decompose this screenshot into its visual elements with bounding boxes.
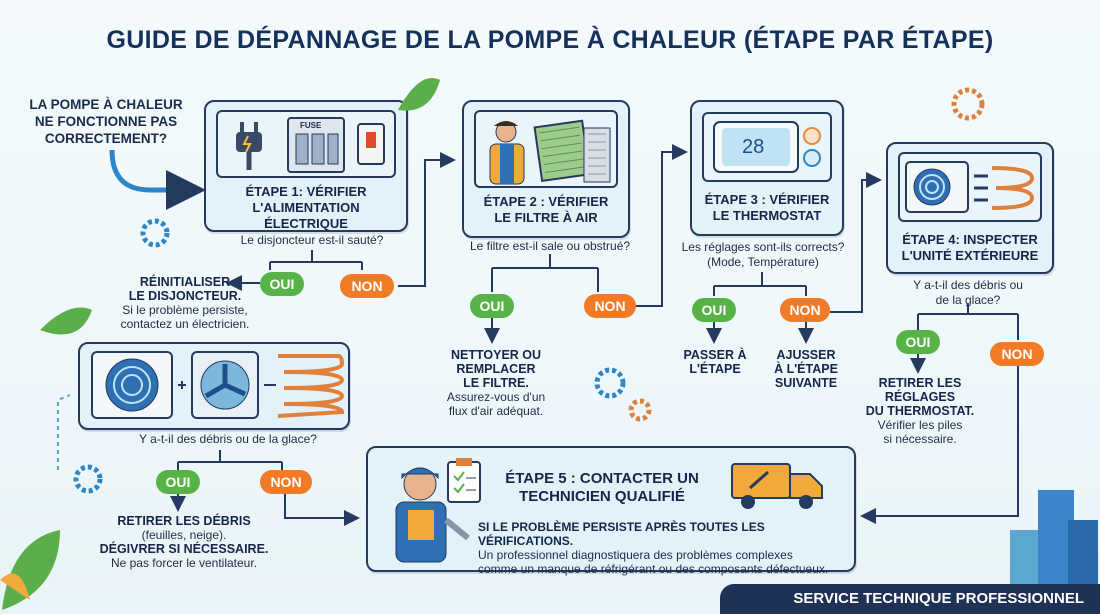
non-badge-2: NON bbox=[584, 294, 636, 318]
step-4-line-1: ÉTAPE 4: INSPECTER bbox=[902, 232, 1038, 247]
step-5-card: ÉTAPE 5 : CONTACTER UN TECHNICIEN QUALIF… bbox=[366, 446, 856, 576]
start-line-1: LA POMPE À CHALEUR bbox=[29, 97, 183, 112]
step-5-bold: SI LE PROBLÈME PERSISTE APRÈS TOUTES LES… bbox=[478, 520, 765, 548]
action-2-bold-2: REMPLACER bbox=[456, 362, 536, 376]
question-4: Y a-t-il des débris ou de la glace? bbox=[890, 278, 1046, 308]
action-4-bold-1: AJUSSER bbox=[776, 348, 836, 362]
step-5-text-1: Un professionnel diagnostiquera des prob… bbox=[478, 548, 793, 562]
action-remove-settings: RETIRER LES RÉGLAGES DU THERMOSTAT. Véri… bbox=[862, 376, 978, 446]
fuse-label: FUSE bbox=[300, 121, 322, 130]
step-3-line-1: ÉTAPE 3 : VÉRIFIER bbox=[704, 192, 830, 207]
action-4-bold-2: À L'ÉTAPE bbox=[774, 362, 838, 376]
action-6-bold-2: DÉGIVRER SI NÉCESSAIRE. bbox=[99, 542, 269, 556]
action-1-text-2: contactez un électricien. bbox=[120, 317, 250, 331]
oui-badge-1: OUI bbox=[260, 272, 304, 296]
step-4-card: ÉTAPE 4: INSPECTER L'UNITÉ EXTÉRIEURE bbox=[886, 142, 1054, 274]
clipboard-icon bbox=[447, 458, 481, 503]
thermostat-illustration: 28 bbox=[702, 112, 832, 182]
action-2-text-1: Assurez-vous d'un bbox=[446, 390, 546, 404]
question-2: Le filtre est-il sale ou obstrué? bbox=[469, 239, 631, 253]
step-5-line-1: ÉTAPE 5 : CONTACTER UN bbox=[505, 470, 699, 487]
action-2-bold-3: LE FILTRE. bbox=[463, 376, 529, 390]
step-5-text-2: comme un manque de réfrigérant ou des co… bbox=[478, 562, 829, 576]
step-5-title: ÉTAPE 5 : CONTACTER UN TECHNICIEN QUALIF… bbox=[492, 470, 712, 506]
oui-badge-2: OUI bbox=[470, 294, 514, 318]
action-1-bold-2: LE DISJONCTEUR. bbox=[128, 289, 242, 303]
question-3-line-2: (Mode, Température) bbox=[707, 255, 819, 269]
step-4-line-2: L'UNITÉ EXTÉRIEURE bbox=[901, 248, 1039, 263]
outdoor-unit-illustration bbox=[898, 152, 1042, 222]
thermostat-reading: 28 bbox=[742, 136, 765, 158]
technician-illustration bbox=[395, 467, 470, 563]
step-2-line-2: LE FILTRE À AIR bbox=[494, 210, 598, 225]
action-5-text-2: si nécessaire. bbox=[883, 432, 957, 446]
page-title: GUIDE DE DÉPANNAGE DE LA POMPE À CHALEUR… bbox=[106, 26, 994, 54]
question-4-line-2: de la glace? bbox=[935, 293, 1001, 307]
action-6-text-1: (feuilles, neige). bbox=[141, 528, 227, 542]
action-next-step: PASSER À L'ÉTAPE bbox=[680, 348, 750, 376]
step-2-card: ÉTAPE 2 : VÉRIFIER LE FILTRE À AIR bbox=[462, 100, 630, 238]
step-4-title: ÉTAPE 4: INSPECTER L'UNITÉ EXTÉRIEURE bbox=[892, 232, 1048, 264]
fan-illustration bbox=[91, 351, 345, 419]
action-5-bold-2: RÉGLAGES bbox=[884, 390, 956, 404]
oui-badge-3: OUI bbox=[692, 298, 736, 322]
step-2-line-1: ÉTAPE 2 : VÉRIFIER bbox=[483, 194, 609, 209]
action-clean-filter: NETTOYER OU REMPLACER LE FILTRE. Assurez… bbox=[430, 348, 562, 418]
step-1-title: ÉTAPE 1: VÉRIFIER L'ALIMENTATION ÉLECTRI… bbox=[210, 184, 402, 232]
action-6-bold-1: RETIRER LES DÉBRIS bbox=[117, 514, 251, 528]
action-5-bold-3: DU THERMOSTAT. bbox=[865, 404, 975, 418]
action-adjust: AJUSSER À L'ÉTAPE SUIVANTE bbox=[764, 348, 848, 390]
action-2-bold-1: NETTOYER OU bbox=[450, 348, 542, 362]
non-badge-3: NON bbox=[780, 298, 830, 322]
step-1-line-1: ÉTAPE 1: VÉRIFIER bbox=[245, 184, 367, 199]
question-3: Les réglages sont-ils corrects? (Mode, T… bbox=[668, 240, 858, 270]
footer-banner: SERVICE TECHNIQUE PROFESSIONNEL bbox=[720, 584, 1100, 614]
step-1-card: FUSE ÉTAPE 1: VÉRIFIER L'ALIMENTATION ÉL… bbox=[204, 100, 408, 232]
action-1-text-1: Si le problème persiste, bbox=[122, 303, 248, 317]
step-3-line-2: LE THERMOSTAT bbox=[712, 208, 822, 223]
question-3-line-1: Les réglages sont-ils corrects? bbox=[681, 240, 845, 254]
step-2-title: ÉTAPE 2 : VÉRIFIER LE FILTRE À AIR bbox=[468, 194, 624, 226]
step-3-card: 28 ÉTAPE 3 : VÉRIFIER LE THERMOSTAT bbox=[690, 100, 844, 236]
step-3-title: ÉTAPE 3 : VÉRIFIER LE THERMOSTAT bbox=[696, 192, 838, 224]
filter-illustration bbox=[474, 110, 618, 188]
action-reset-breaker: RÉINITIALISER LE DISJONCTEUR. Si le prob… bbox=[110, 275, 260, 331]
start-line-3: CORRECTEMENT? bbox=[44, 131, 168, 146]
action-5-bold-1: RETIRER LES bbox=[878, 376, 962, 390]
question-4-line-1: Y a-t-il des débris ou bbox=[913, 278, 1023, 292]
start-line-2: NE FONCTIONNE PAS bbox=[34, 114, 178, 129]
action-remove-debris: RETIRER LES DÉBRIS (feuilles, neige). DÉ… bbox=[96, 514, 272, 570]
non-badge-4: NON bbox=[990, 342, 1044, 366]
action-1-bold-1: RÉINITIALISER bbox=[139, 275, 231, 289]
oui-badge-5: OUI bbox=[156, 470, 200, 494]
action-6-text-2: Ne pas forcer le ventilateur. bbox=[110, 556, 258, 570]
non-badge-5: NON bbox=[260, 470, 312, 494]
action-5-text-1: Vérifier les piles bbox=[877, 418, 963, 432]
oui-badge-4: OUI bbox=[896, 330, 940, 354]
power-illustration: FUSE bbox=[216, 110, 396, 178]
step-5-line-2: TECHNICIEN QUALIFIÉ bbox=[519, 488, 685, 505]
action-3-bold-2: L'ÉTAPE bbox=[689, 362, 741, 376]
action-3-bold-1: PASSER À bbox=[683, 348, 747, 362]
start-question: LA POMPE À CHALEUR NE FONCTIONNE PAS COR… bbox=[26, 96, 186, 147]
step-5-description: SI LE PROBLÈME PERSISTE APRÈS TOUTES LES… bbox=[478, 520, 850, 576]
truck-icon bbox=[731, 463, 823, 509]
action-2-text-2: flux d'air adéquat. bbox=[448, 404, 544, 418]
question-5: Y a-t-il des débris ou de la glace? bbox=[139, 432, 317, 446]
action-4-bold-3: SUIVANTE bbox=[774, 376, 838, 390]
step-1-line-2: L'ALIMENTATION ÉLECTRIQUE bbox=[252, 200, 360, 231]
outdoor-unit-card bbox=[78, 342, 350, 430]
non-badge-1: NON bbox=[340, 274, 394, 298]
question-1: Le disjoncteur est-il sauté? bbox=[240, 233, 384, 247]
